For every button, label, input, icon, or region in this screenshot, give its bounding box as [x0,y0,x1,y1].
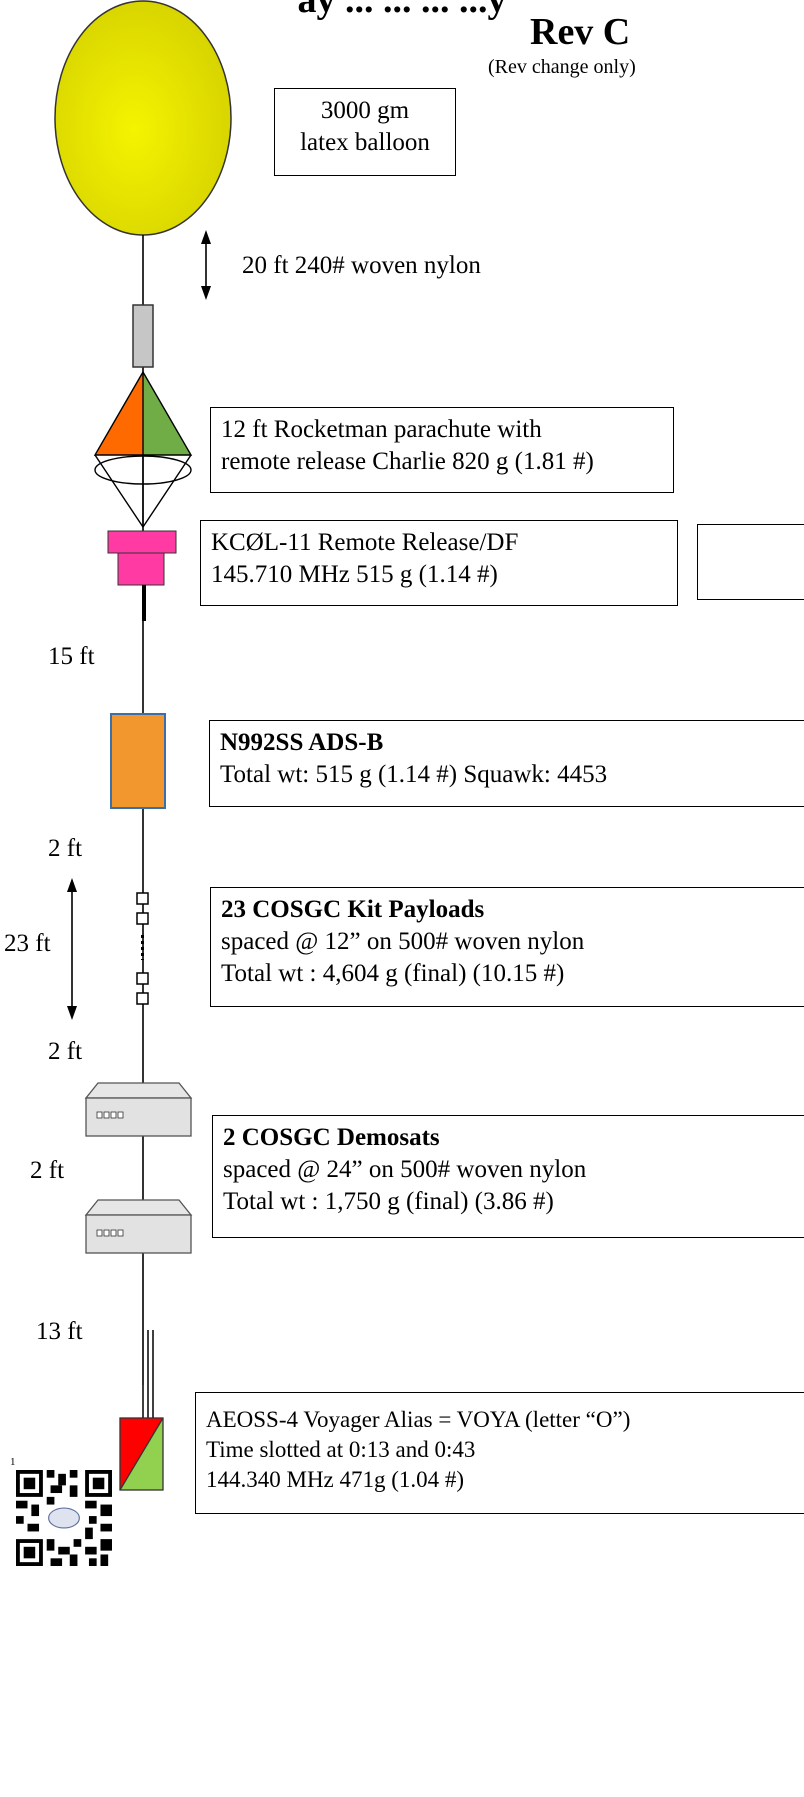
balloon-label-line-2: latex balloon [300,129,430,156]
voyager-tracker-icon [119,1417,164,1491]
demosats-label-box: 2 COSGC Demosats spaced @ 24” on 500# wo… [212,1115,804,1238]
distance-13ft: 13 ft [36,1318,83,1345]
demosat-1-icon [84,1082,193,1137]
remote-release-icon [107,530,177,621]
voyager-label-box: AEOSS-4 Voyager Alias = VOYA (letter “O”… [195,1392,804,1514]
distance-2ft-b: 2 ft [48,1038,83,1065]
release-line-1: KCØL-11 Remote Release/DF [211,529,519,556]
adsb-label-box: N992SS ADS-B Total wt: 515 g (1.14 #) Sq… [209,720,804,807]
connector-block [132,304,154,368]
balloon-shape [54,0,232,236]
footnote-marker: 1 [10,1456,16,1468]
cut-off-header-text: ay ... ... ... ...y [297,0,507,21]
kit-payloads-title: 23 COSGC Kit Payloads [221,896,485,923]
demosat-2-icon [84,1199,193,1254]
tether-length-arrow [201,230,211,300]
revision-title: Rev C [530,11,631,53]
qr-code-icon [16,1470,112,1566]
demosats-line-2: Total wt : 1,750 g (final) (3.86 #) [223,1188,554,1215]
distance-2ft-c: 2 ft [30,1157,65,1184]
demosats-line-1: spaced @ 24” on 500# woven nylon [223,1156,587,1183]
release-line-2: 145.710 MHz 515 g (1.14 #) [211,561,498,588]
demosats-title: 2 COSGC Demosats [223,1124,440,1151]
distance-2ft-a: 2 ft [48,835,83,862]
adsb-line: Total wt: 515 g (1.14 #) Squawk: 4453 [220,761,608,788]
parachute-icon [93,370,193,528]
kit-payloads-line-1: spaced @ 12” on 500# woven nylon [221,928,585,955]
distance-15ft: 15 ft [48,643,95,670]
kit-payload-markers [136,892,149,1005]
kit-span-arrow [67,878,77,1020]
release-label-box: KCØL-11 Remote Release/DF 145.710 MHz 51… [200,520,678,606]
revision-subtitle: (Rev change only) [488,56,636,78]
adsb-unit-icon [110,713,166,809]
adsb-title: N992SS ADS-B [220,729,384,756]
parachute-line-2: remote release Charlie 820 g (1.81 #) [221,448,594,475]
antenna-lines [142,1330,154,1420]
kit-payloads-label-box: 23 COSGC Kit Payloads spaced @ 12” on 50… [210,887,804,1007]
tether-20ft-label: 20 ft 240# woven nylon [242,252,481,279]
kit-payloads-line-2: Total wt : 4,604 g (final) (10.15 #) [221,960,565,987]
distance-23ft: 23 ft [4,930,51,957]
voyager-line-3: 144.340 MHz 471g (1.04 #) [206,1466,465,1492]
voyager-line-2: Time slotted at 0:13 and 0:43 [206,1436,476,1462]
parachute-label-box: 12 ft Rocketman parachute with remote re… [210,407,674,493]
parachute-line-1: 12 ft Rocketman parachute with [221,416,542,443]
balloon-label-line-1: 3000 gm [320,97,410,124]
voyager-line-1: AEOSS-4 Voyager Alias = VOYA (letter “O”… [206,1407,631,1432]
offscreen-box-edge [697,524,804,600]
balloon-label-box: 3000 gm latex balloon [274,88,456,176]
